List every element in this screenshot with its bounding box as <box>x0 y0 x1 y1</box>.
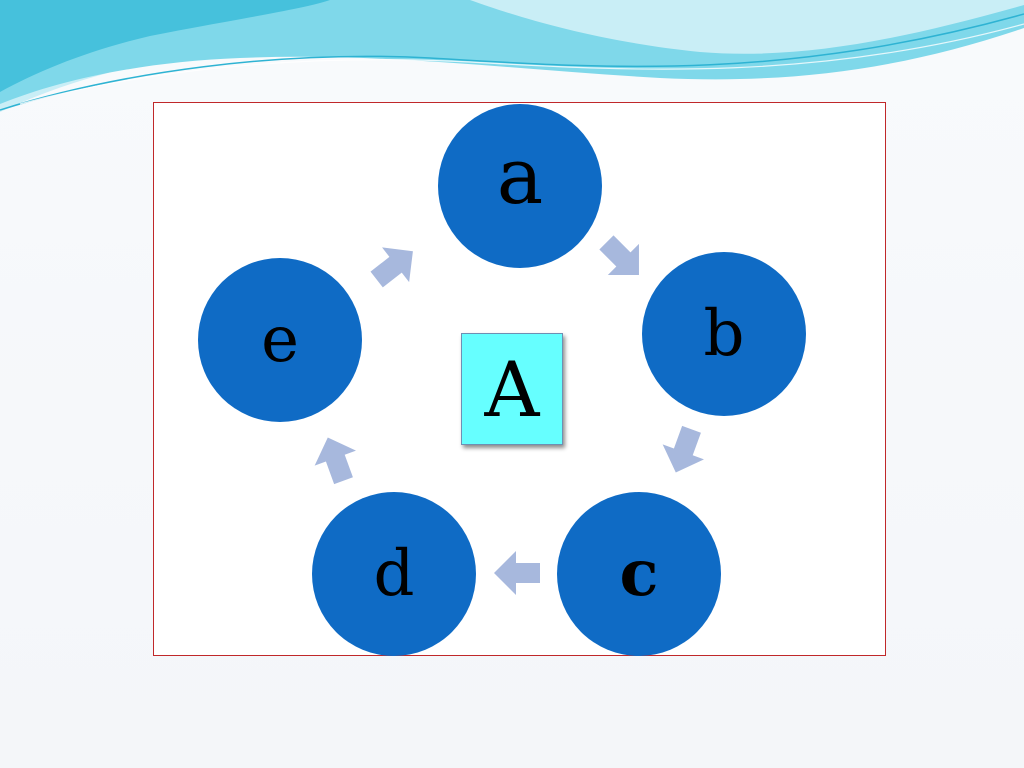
wave-line-2 <box>19 23 1024 105</box>
node-d-label: d <box>373 537 415 611</box>
wave-band-dark <box>0 0 330 92</box>
node-a: a <box>438 104 602 268</box>
center-label: A <box>484 344 540 434</box>
node-b: b <box>642 252 806 416</box>
node-c: c <box>557 492 721 656</box>
node-b-label: b <box>703 297 745 371</box>
decorative-wave-header <box>0 0 1024 112</box>
node-e-label: e <box>261 303 299 377</box>
node-a-label: a <box>496 132 544 222</box>
wave-band-mid <box>0 0 1024 104</box>
center-box: A <box>461 333 563 445</box>
node-d: d <box>312 492 476 656</box>
node-c-label: c <box>619 536 659 611</box>
wave-line <box>0 13 1024 111</box>
node-e: e <box>198 258 362 422</box>
